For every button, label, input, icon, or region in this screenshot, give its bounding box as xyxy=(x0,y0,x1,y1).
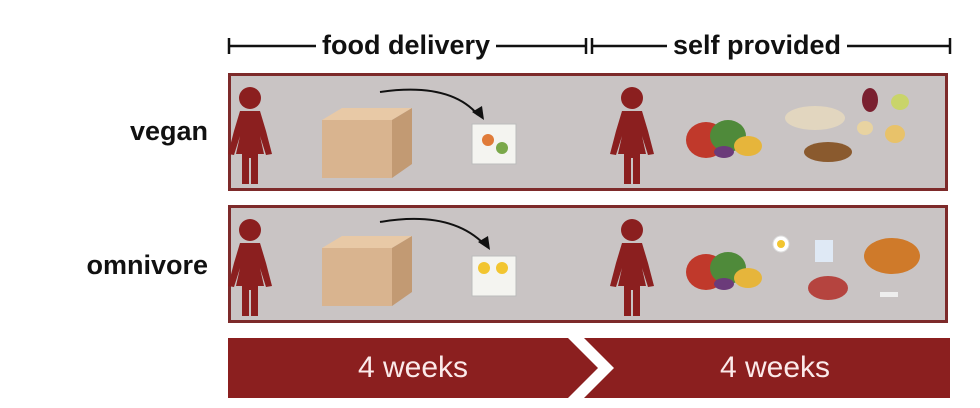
row-label-omnivore: omnivore xyxy=(86,250,208,280)
meat-icon xyxy=(808,276,848,300)
arrow-icon xyxy=(379,217,485,245)
meal-box-icon xyxy=(471,255,517,297)
row-label-vegan: vegan xyxy=(129,116,208,146)
egg-icon xyxy=(777,240,785,248)
vegetables-icon xyxy=(686,252,762,290)
timeline-label-phase1: 4 weeks xyxy=(357,351,469,384)
delivery-box-icon xyxy=(322,108,412,178)
person-icon xyxy=(610,87,654,184)
vegetables-icon xyxy=(686,120,762,158)
person-icon xyxy=(228,87,272,184)
timeline-segment-1 xyxy=(228,338,598,398)
arrow-icon xyxy=(379,88,479,116)
bean-icon xyxy=(862,88,878,112)
phase-label-self-provided: self provided xyxy=(667,28,848,62)
timeline-segment-2 xyxy=(584,338,950,398)
timeline-label-phase2: 4 weeks xyxy=(719,351,831,384)
delivery-box-icon xyxy=(322,236,412,306)
chicken-icon xyxy=(864,238,920,274)
yogurt-icon xyxy=(815,240,833,262)
nuts-icon xyxy=(804,142,852,162)
meal-box-icon xyxy=(471,123,517,165)
person-icon xyxy=(610,219,654,316)
phase-label-food-delivery: food delivery xyxy=(316,28,497,62)
person-icon xyxy=(228,219,272,316)
timeline-arrows xyxy=(228,338,950,398)
grains-icon xyxy=(785,106,845,130)
